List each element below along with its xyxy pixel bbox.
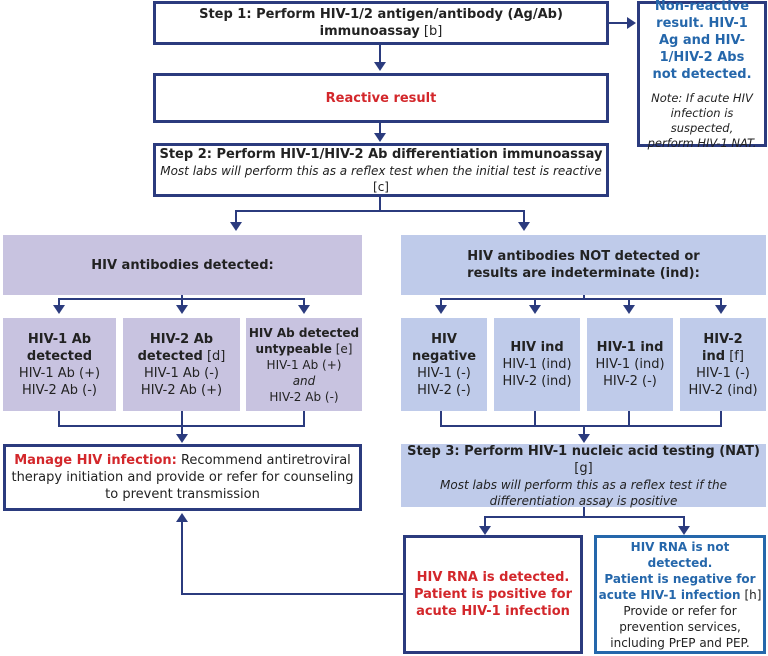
- hiv-negative-box: HIV negative HIV-1 (-) HIV-2 (-): [401, 318, 487, 411]
- hiv1-ab-detected-box: HIV-1 Ab detected HIV-1 Ab (+) HIV-2 Ab …: [3, 318, 116, 411]
- antibodies-detected-box: HIV antibodies detected:: [3, 235, 362, 295]
- antibodies-detected-text: HIV antibodies detected:: [91, 257, 274, 273]
- reactive-text: Reactive result: [325, 90, 437, 106]
- rna-detected-box: HIV RNA is detected. Patient is positive…: [403, 535, 583, 654]
- hiv2-ab-detected-box: HIV-2 Ab detected [d] HIV-1 Ab (-) HIV-2…: [123, 318, 240, 411]
- hiv2-ind-box: HIV-2 ind [f] HIV-1 (-) HIV-2 (ind): [680, 318, 766, 411]
- not-detected-line1: HIV antibodies NOT detected or: [467, 249, 700, 264]
- step1-text: Step 1: Perform HIV-1/2 antigen/antibody…: [199, 7, 563, 39]
- nonreactive-box: Non-reactive result. HIV-1 Ag and HIV-1/…: [637, 0, 767, 150]
- antibodies-not-detected-box: HIV antibodies NOT detected or results a…: [401, 235, 766, 295]
- rna-not-detected-box: HIV RNA is not detected. Patient is nega…: [594, 535, 766, 654]
- step1-box: Step 1: Perform HIV-1/2 antigen/antibody…: [153, 1, 609, 45]
- nonreactive-note: Note: If acute HIV infection is suspecte…: [647, 90, 757, 150]
- step2-box: Step 2: Perform HIV-1/HIV-2 Ab different…: [153, 143, 609, 197]
- step2-text: Step 2: Perform HIV-1/HIV-2 Ab different…: [159, 146, 603, 162]
- step3-box: Step 3: Perform HIV-1 nucleic acid testi…: [401, 444, 766, 508]
- hiv-ab-untypeable-box: HIV Ab detected untypeable [e] HIV-1 Ab …: [246, 318, 362, 411]
- nonreactive-title: Non-reactive result. HIV-1 Ag and HIV-1/…: [652, 0, 752, 82]
- manage-hiv-box: Manage HIV infection: Recommend antiretr…: [3, 444, 362, 511]
- feedback-line: [181, 593, 403, 595]
- hiv1-ind-box: HIV-1 ind HIV-1 (ind) HIV-2 (-): [587, 318, 673, 411]
- hiv-ind-box: HIV ind HIV-1 (ind) HIV-2 (ind): [494, 318, 580, 411]
- not-detected-line2: results are indeterminate (ind):: [467, 266, 700, 281]
- reactive-box: Reactive result: [153, 73, 609, 123]
- arrow-to-nonreactive: [609, 22, 629, 24]
- step2-sub: Most labs will perform this as a reflex …: [160, 163, 602, 194]
